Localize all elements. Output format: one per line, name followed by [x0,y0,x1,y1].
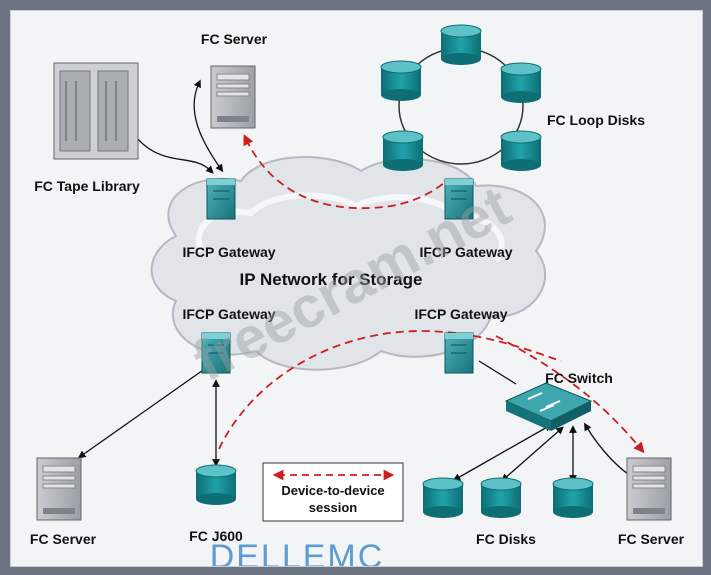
label-ip-network: IP Network for Storage [240,270,423,289]
device-sessions [218,134,645,454]
fc-disk-2 [480,477,522,519]
fc-disk-1 [422,477,464,519]
fc-disk-3 [552,477,594,519]
label-ifcp-gateway-br: IFCP Gateway [414,306,507,322]
diagram-svg: Device-to-device session FC Server FC Ta… [30,24,685,566]
loop-disk-5 [500,130,542,172]
label-ifcp-gateway-tr: IFCP Gateway [419,244,512,260]
diagram-canvas: Device-to-device session FC Server FC Ta… [10,10,703,567]
label-fc-server-bl: FC Server [30,531,97,547]
loop-disk-3 [500,62,542,104]
label-fc-disks: FC Disks [476,531,536,547]
loop-disk-2 [380,60,422,102]
logo-text: DELLEMC [210,538,385,566]
legend-line1: Device-to-device [281,483,384,498]
label-fc-server-br: FC Server [618,531,685,547]
label-fc-j600: FC J600 [189,528,243,544]
dell-emc-logo: DELLEMC [210,538,385,566]
loop-disk-4 [382,130,424,172]
fc-switch-icon [504,382,593,431]
label-ifcp-gateway-tl: IFCP Gateway [182,244,275,260]
label-ifcp-gateway-bl: IFCP Gateway [182,306,275,322]
loop-disk-1 [440,24,482,66]
label-fc-loop-disks: FC Loop Disks [547,112,645,128]
ifcp-gateway-tl-icon [206,178,236,220]
legend-line2: session [309,500,357,515]
legend: Device-to-device session [262,462,404,522]
fc-server-top-icon [210,65,256,129]
fc-server-bottom-left-icon [36,457,82,521]
label-fc-switch: FC Switch [545,370,613,386]
fc-tape-library [53,62,139,160]
label-fc-tape-library: FC Tape Library [34,178,140,194]
label-fc-server-top: FC Server [201,31,268,47]
ifcp-gateway-br-icon [444,332,474,374]
fc-j600-icon [195,464,237,506]
fc-server-bottom-right-icon [626,457,672,521]
